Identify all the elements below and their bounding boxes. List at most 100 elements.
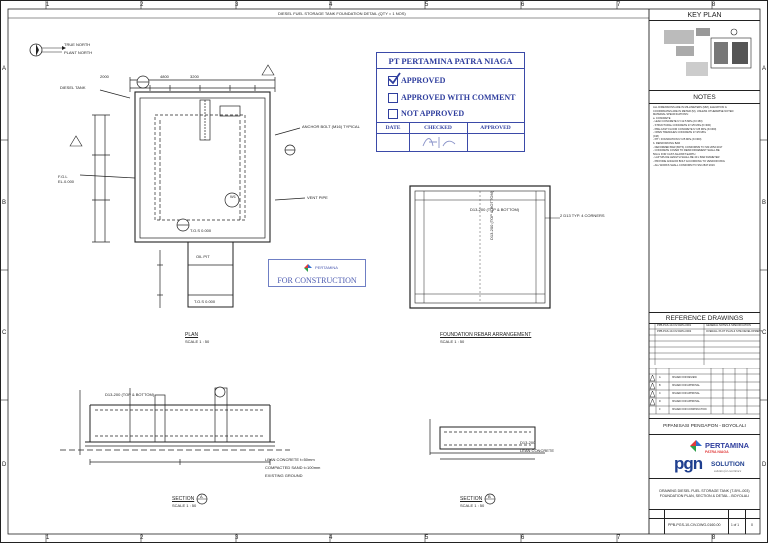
approval-stamp: PT PERTAMINA PATRA NIAGA APPROVED APPROV… bbox=[376, 52, 525, 152]
note-line: - CONCRETE COVER TO REINFORCEMENT SHALL … bbox=[653, 149, 720, 153]
revision-desc: ISSUED FOR APPROVAL bbox=[672, 392, 700, 395]
plan-title: PLAN bbox=[185, 332, 199, 338]
reference-row-no: PPB-PGS-10-CIV-DWG-0001 bbox=[657, 324, 692, 327]
for-construction-stamp: PERTAMINA FOR CONSTRUCTION bbox=[268, 259, 366, 287]
stamp-not-approved-option: NOT APPROVED bbox=[388, 109, 464, 119]
grid-col-1: 1 bbox=[46, 2, 50, 8]
pertamina-logo-icon bbox=[304, 264, 312, 272]
grid-row-a: A bbox=[2, 66, 7, 72]
revision-desc: ISSUED FOR REVIEW bbox=[672, 376, 697, 379]
checkmark-icon bbox=[388, 72, 401, 85]
note-line: ALL DIMENSIONS ARE IN MILLIMETERS (MM), … bbox=[653, 106, 727, 109]
note-line: - DEFORMED BAR (BJTS) CONFORMS TO SNI 20… bbox=[653, 145, 723, 149]
grid-row-d: D bbox=[2, 462, 7, 468]
revision-desc: ISSUED FOR CONSTRUCTION bbox=[672, 408, 707, 411]
rebar-scale: SCALE 1 : 50 bbox=[440, 339, 465, 344]
plan-tos-label-2: T.O.S 0.000 bbox=[194, 299, 216, 304]
rebar-top-label: D13-200 (TOP & BOTTOM) bbox=[470, 207, 520, 212]
company2-sub: SOLUTION bbox=[711, 461, 745, 468]
section-a-rebar-label: D13-200 (TOP & BOTTOM) bbox=[105, 392, 155, 397]
reference-row-title: GENERAL NOTES & SPECIFICATION bbox=[706, 324, 751, 327]
section-a-view bbox=[60, 386, 290, 465]
section-b-view bbox=[429, 419, 545, 460]
company1-name: PERTAMINA bbox=[705, 441, 750, 450]
plan-el-label: EL.0.000 bbox=[58, 179, 75, 184]
note-line: a. CONCRETE bbox=[653, 116, 671, 120]
grid-row-b-right: B bbox=[762, 200, 767, 206]
revision-rev: 0 bbox=[659, 408, 661, 411]
grid-col-4-bottom: 4 bbox=[329, 535, 333, 541]
reference-title: REFERENCE DRAWINGS bbox=[665, 315, 744, 322]
section-b-title: SECTION bbox=[460, 496, 483, 502]
grid-row-c-right: C bbox=[762, 330, 767, 336]
north-arrow-icon bbox=[29, 43, 66, 57]
revision-rev: C bbox=[659, 392, 661, 395]
section-b-mark: B bbox=[488, 494, 491, 499]
comment-checkbox-icon bbox=[388, 93, 398, 103]
section-a-sand-label: COMPACTED SAND t=100mm bbox=[265, 465, 321, 470]
section-a-title: SECTION bbox=[172, 496, 195, 502]
stamp-approved-with-comment-option: APPROVED WITH COMMENT bbox=[388, 93, 516, 103]
rebar-side-label: D13-200 (TOP & BOTTOM) bbox=[489, 190, 494, 240]
stamp-approved-option: APPROVED bbox=[388, 72, 445, 86]
note-line: - PRE-CAST FLOOR CONCRETE fc'=25 MPa (K=… bbox=[653, 127, 717, 131]
section-b-rebar-label: D13-200 bbox=[520, 440, 536, 445]
grid-col-3-bottom: 3 bbox=[235, 535, 239, 541]
note-line: (CM) bbox=[653, 134, 659, 138]
section-a-marker-icon bbox=[196, 493, 208, 505]
plan-view bbox=[69, 64, 306, 308]
stamp-col-approved: APPROVED bbox=[480, 125, 511, 131]
drawing-title-1: DRAWING DIESEL FUEL STORAGE TANK (T-BYL-… bbox=[659, 489, 750, 493]
note-line: - STRUCTURAL CONCRETE fc'=25 MPa (K=300) bbox=[653, 123, 711, 127]
reference-table bbox=[649, 323, 760, 365]
reference-row-title: OVERALL PLOT PLAN & SITE DEVELOPMENT bbox=[706, 330, 763, 333]
plan-mark-w1: W1 bbox=[230, 194, 236, 199]
note-line: - PROVIDE ANCHOR BOLT ACCORDING TO VENDO… bbox=[653, 159, 725, 163]
grid-col-7: 7 bbox=[617, 2, 621, 8]
note-line: - ALL WORKS SHALL CONFORM TO SNI 2847:20… bbox=[653, 163, 715, 167]
plan-tos-label: T.O.S 0.000 bbox=[190, 228, 212, 233]
plan-pipe-label: DIESEL TANK bbox=[60, 85, 86, 90]
grid-col-2: 2 bbox=[140, 2, 144, 8]
plan-dim-3: 3200 bbox=[190, 74, 199, 79]
grid-col-6-bottom: 6 bbox=[521, 535, 525, 541]
grid-col-1-bottom: 1 bbox=[46, 535, 50, 541]
key-plan-title: KEY PLAN bbox=[687, 12, 722, 19]
sheet-header-title: DIESEL FUEL STORAGE TANK FOUNDATION DETA… bbox=[278, 11, 406, 16]
true-north-label: TRUE NORTH bbox=[64, 42, 91, 47]
revision-rev: D bbox=[659, 400, 661, 403]
grid-col-4: 4 bbox=[329, 2, 333, 8]
note-line: - OPEN TRENCHES CONCRETE fc'=25 MPa bbox=[653, 131, 706, 135]
grid-col-7-bottom: 7 bbox=[617, 535, 621, 541]
note-line: MATERIAL SPECIFICATIONS : bbox=[653, 113, 690, 117]
rebar-title: FOUNDATION REBAR ARRANGEMENT bbox=[440, 332, 532, 338]
stamp-col-date: DATE bbox=[385, 125, 401, 131]
revision-rev: B bbox=[659, 384, 661, 387]
checked-signature bbox=[422, 137, 456, 148]
revision-desc: ISSUED FOR APPROVAL bbox=[672, 400, 700, 403]
rebar-view bbox=[409, 185, 560, 309]
section-b-scale: SCALE 1 : 50 bbox=[460, 503, 485, 508]
plant-north-label: PLANT NORTH bbox=[64, 50, 93, 55]
plan-fgl-label: F.G.L bbox=[58, 174, 68, 179]
plan-dim-1: 4800 bbox=[160, 74, 169, 79]
plan-bolt-label: ANCHOR BOLT (M16) TYPICAL bbox=[302, 124, 360, 129]
notes-title: NOTES bbox=[693, 94, 716, 101]
revision-number: 0 bbox=[751, 523, 753, 527]
grid-row-d-right: D bbox=[762, 462, 767, 468]
grid-row-a-right: A bbox=[762, 66, 767, 72]
plan-pit-label: OIL PIT bbox=[196, 254, 210, 259]
company2-logo: pgn bbox=[674, 454, 703, 473]
grid-row-b: B bbox=[2, 200, 7, 206]
drawing-title-2: FOUNDATION PLAN, SECTION & DETAIL - BOYO… bbox=[659, 494, 750, 498]
fc-company: PERTAMINA bbox=[315, 265, 338, 270]
stamp-col-checked: CHECKED bbox=[424, 125, 452, 131]
section-b-lean-label: LEAN CONCRETE bbox=[520, 448, 555, 453]
sheet-number: 1 of 1 bbox=[731, 523, 739, 527]
note-line: - LAP SPLICE LENGTH SHALL BE 40 x BAR DI… bbox=[653, 156, 720, 160]
company2-tagline: solution for excellence bbox=[714, 469, 742, 473]
section-a-scale: SCALE 1 : 50 bbox=[172, 503, 197, 508]
revision-desc: ISSUED FOR APPROVAL bbox=[672, 384, 700, 387]
company1-sub: PATRA NIAGA bbox=[705, 450, 729, 454]
